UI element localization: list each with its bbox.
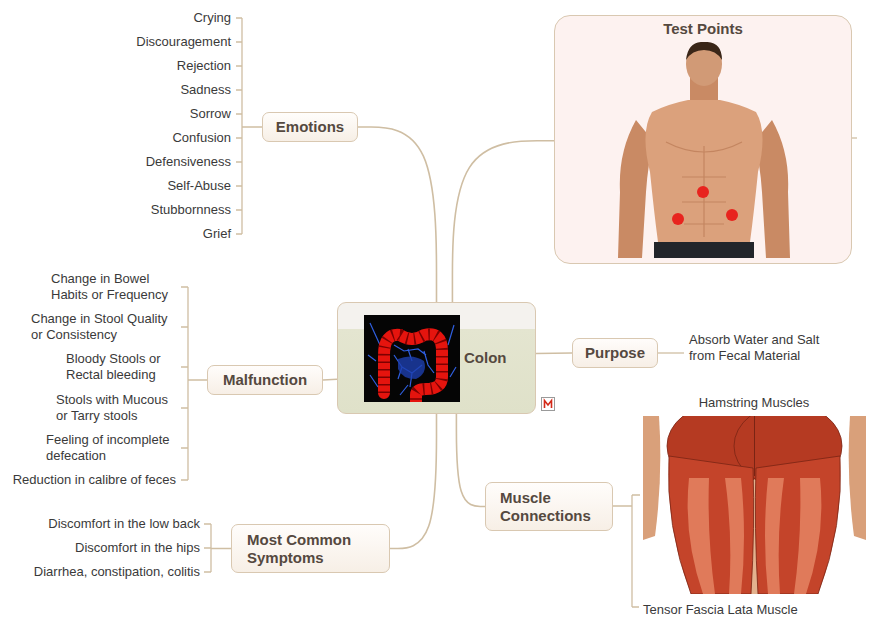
torso-illustration: [682, 177, 726, 224]
malfunction-item: Change in Bowel Habits or Frequency: [51, 271, 176, 303]
torso-illustration: [686, 42, 722, 60]
branch-connector: [358, 127, 437, 302]
torso-illustration: [645, 100, 762, 242]
branch-box: Malfunction: [207, 365, 323, 395]
branch-connector: [536, 352, 572, 354]
emotion-item: Discouragement: [136, 34, 231, 50]
hamstring-illustration: [765, 478, 784, 594]
malfunction-item: Change in Stool Quality or Consistency: [31, 311, 176, 343]
bracket: [612, 495, 640, 607]
link-icon: [545, 401, 552, 409]
node-title: Malfunction: [223, 371, 307, 389]
node-title: Emotions: [276, 118, 344, 136]
torso-illustration: [608, 42, 800, 258]
hamstring-illustration: [754, 416, 755, 476]
node-title: Most Common Symptoms: [247, 531, 377, 567]
torso-illustration: [672, 213, 684, 225]
hamstring-illustration: [643, 416, 660, 540]
emotion-item: Confusion: [172, 130, 231, 146]
branch-box: Emotions: [262, 112, 358, 142]
bracket: [658, 352, 684, 353]
torso-illustration: [666, 142, 742, 237]
emotion-item: Sorrow: [190, 106, 231, 122]
symptom-item: Discomfort in the low back: [48, 516, 200, 532]
torso-illustration: [686, 42, 722, 86]
hamstring-illustration: [755, 456, 840, 594]
malfunction-item: Stools with Mucous or Tarry stools: [56, 392, 176, 424]
malfunction-item: Feeling of incomplete defecation: [46, 432, 176, 464]
malfunction-item: Reduction in calibre of feces: [13, 472, 176, 488]
emotion-item: Rejection: [177, 58, 231, 74]
purpose-text: Absorb Water and Salt from Fecal Materia…: [689, 332, 829, 364]
node-title: Colon: [464, 349, 507, 367]
emotion-item: Crying: [193, 10, 231, 26]
branch-connector: [452, 141, 554, 302]
torso-illustration: [654, 242, 754, 258]
emotion-item: Stubbornness: [151, 202, 231, 218]
node-title: Test Points: [663, 20, 743, 38]
branch-connector: [390, 414, 437, 549]
hamstring-illustration: [849, 416, 866, 540]
branch-connector: [323, 378, 337, 380]
branch-box: Purpose: [572, 338, 658, 368]
image-panel: Test Points: [554, 15, 852, 264]
malfunction-item: Bloody Stools or Rectal bleeding: [66, 351, 176, 383]
emotion-item: Self-Abuse: [167, 178, 231, 194]
branch-box: Muscle Connections: [485, 482, 613, 531]
node-title: Muscle Connections: [500, 489, 600, 525]
hamstring-illustration: [643, 416, 866, 594]
colon-illustration: [384, 334, 442, 402]
link-icon: [542, 398, 555, 411]
bracket: [181, 287, 207, 480]
symptom-item: Diarrhea, constipation, colitis: [34, 564, 200, 580]
hamstring-illustration: [725, 478, 744, 594]
node-title: Purpose: [585, 344, 645, 362]
figure-caption: Hamstring Muscles: [699, 395, 810, 411]
branch-connector: [456, 414, 485, 507]
colon-illustration: [364, 315, 460, 402]
bracket: [236, 18, 262, 234]
hamstring-illustration: [688, 478, 715, 594]
symptom-item: Discomfort in the hips: [75, 540, 200, 556]
colon-illustration: [384, 334, 442, 402]
figure-caption: Tensor Fascia Lata Muscle: [643, 602, 798, 618]
torso-illustration: [726, 209, 738, 221]
emotion-item: Sadness: [180, 82, 231, 98]
bracket: [204, 524, 231, 572]
branch-box: Most Common Symptoms: [231, 524, 390, 573]
link-icon: [542, 398, 555, 411]
colon-illustration: [398, 356, 425, 379]
bracket: [852, 137, 857, 138]
emotion-item: Grief: [203, 226, 231, 242]
colon-illustration: [364, 315, 460, 402]
hamstring-illustration: [668, 456, 753, 594]
emotion-item: Defensiveness: [146, 154, 231, 170]
central-topic: Colon: [337, 302, 536, 414]
torso-illustration: [697, 186, 709, 198]
hamstring-illustration: [794, 478, 821, 594]
